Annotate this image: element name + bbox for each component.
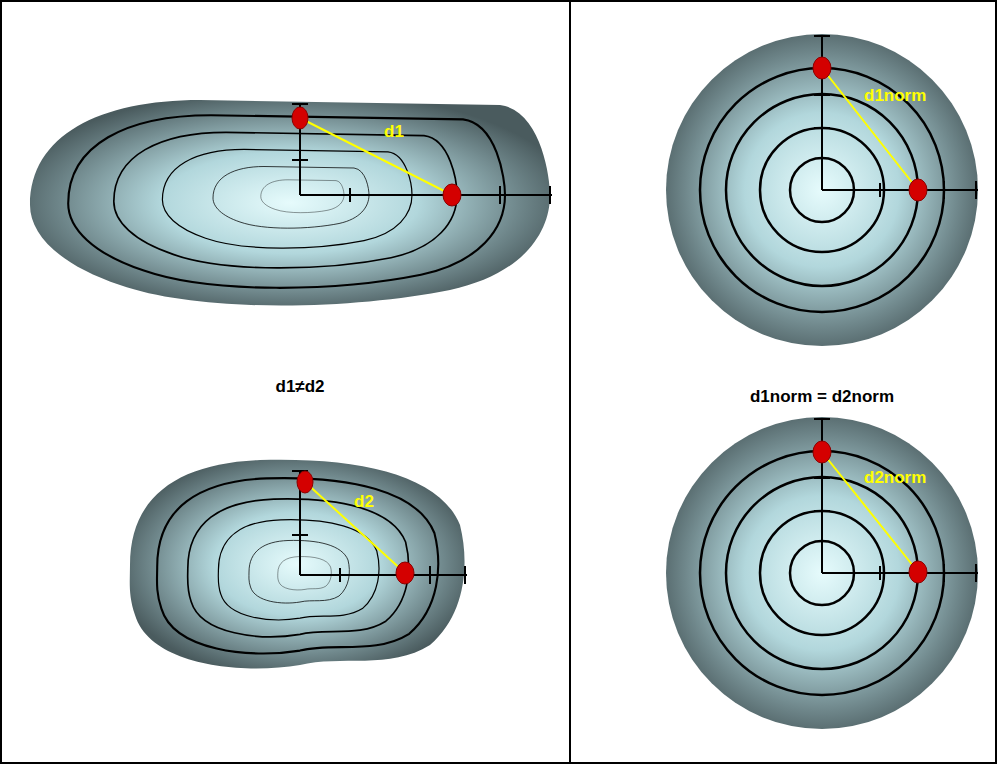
distance-arrow — [300, 118, 452, 195]
normalized-region — [666, 34, 978, 346]
distance-label: d1norm — [864, 86, 926, 106]
point — [396, 562, 414, 584]
point — [813, 441, 831, 463]
axes — [814, 418, 978, 582]
distance-label: d2 — [354, 492, 374, 512]
distance-label: d1 — [384, 122, 404, 142]
point — [292, 107, 308, 129]
comparison-label: d1≠d2 — [275, 377, 324, 397]
comparison-label: d1norm = d2norm — [750, 387, 894, 407]
point — [297, 471, 313, 493]
irregular-region — [130, 460, 465, 669]
point — [813, 57, 831, 79]
axes — [292, 103, 552, 204]
axes — [814, 35, 978, 199]
point — [909, 179, 927, 201]
distance-label: d2norm — [864, 468, 926, 488]
divider — [569, 0, 571, 764]
axes — [292, 470, 467, 584]
normalized-region — [666, 417, 978, 729]
point — [909, 561, 927, 583]
irregular-region — [30, 100, 550, 306]
distance-arrow — [305, 482, 405, 573]
point — [443, 184, 461, 206]
